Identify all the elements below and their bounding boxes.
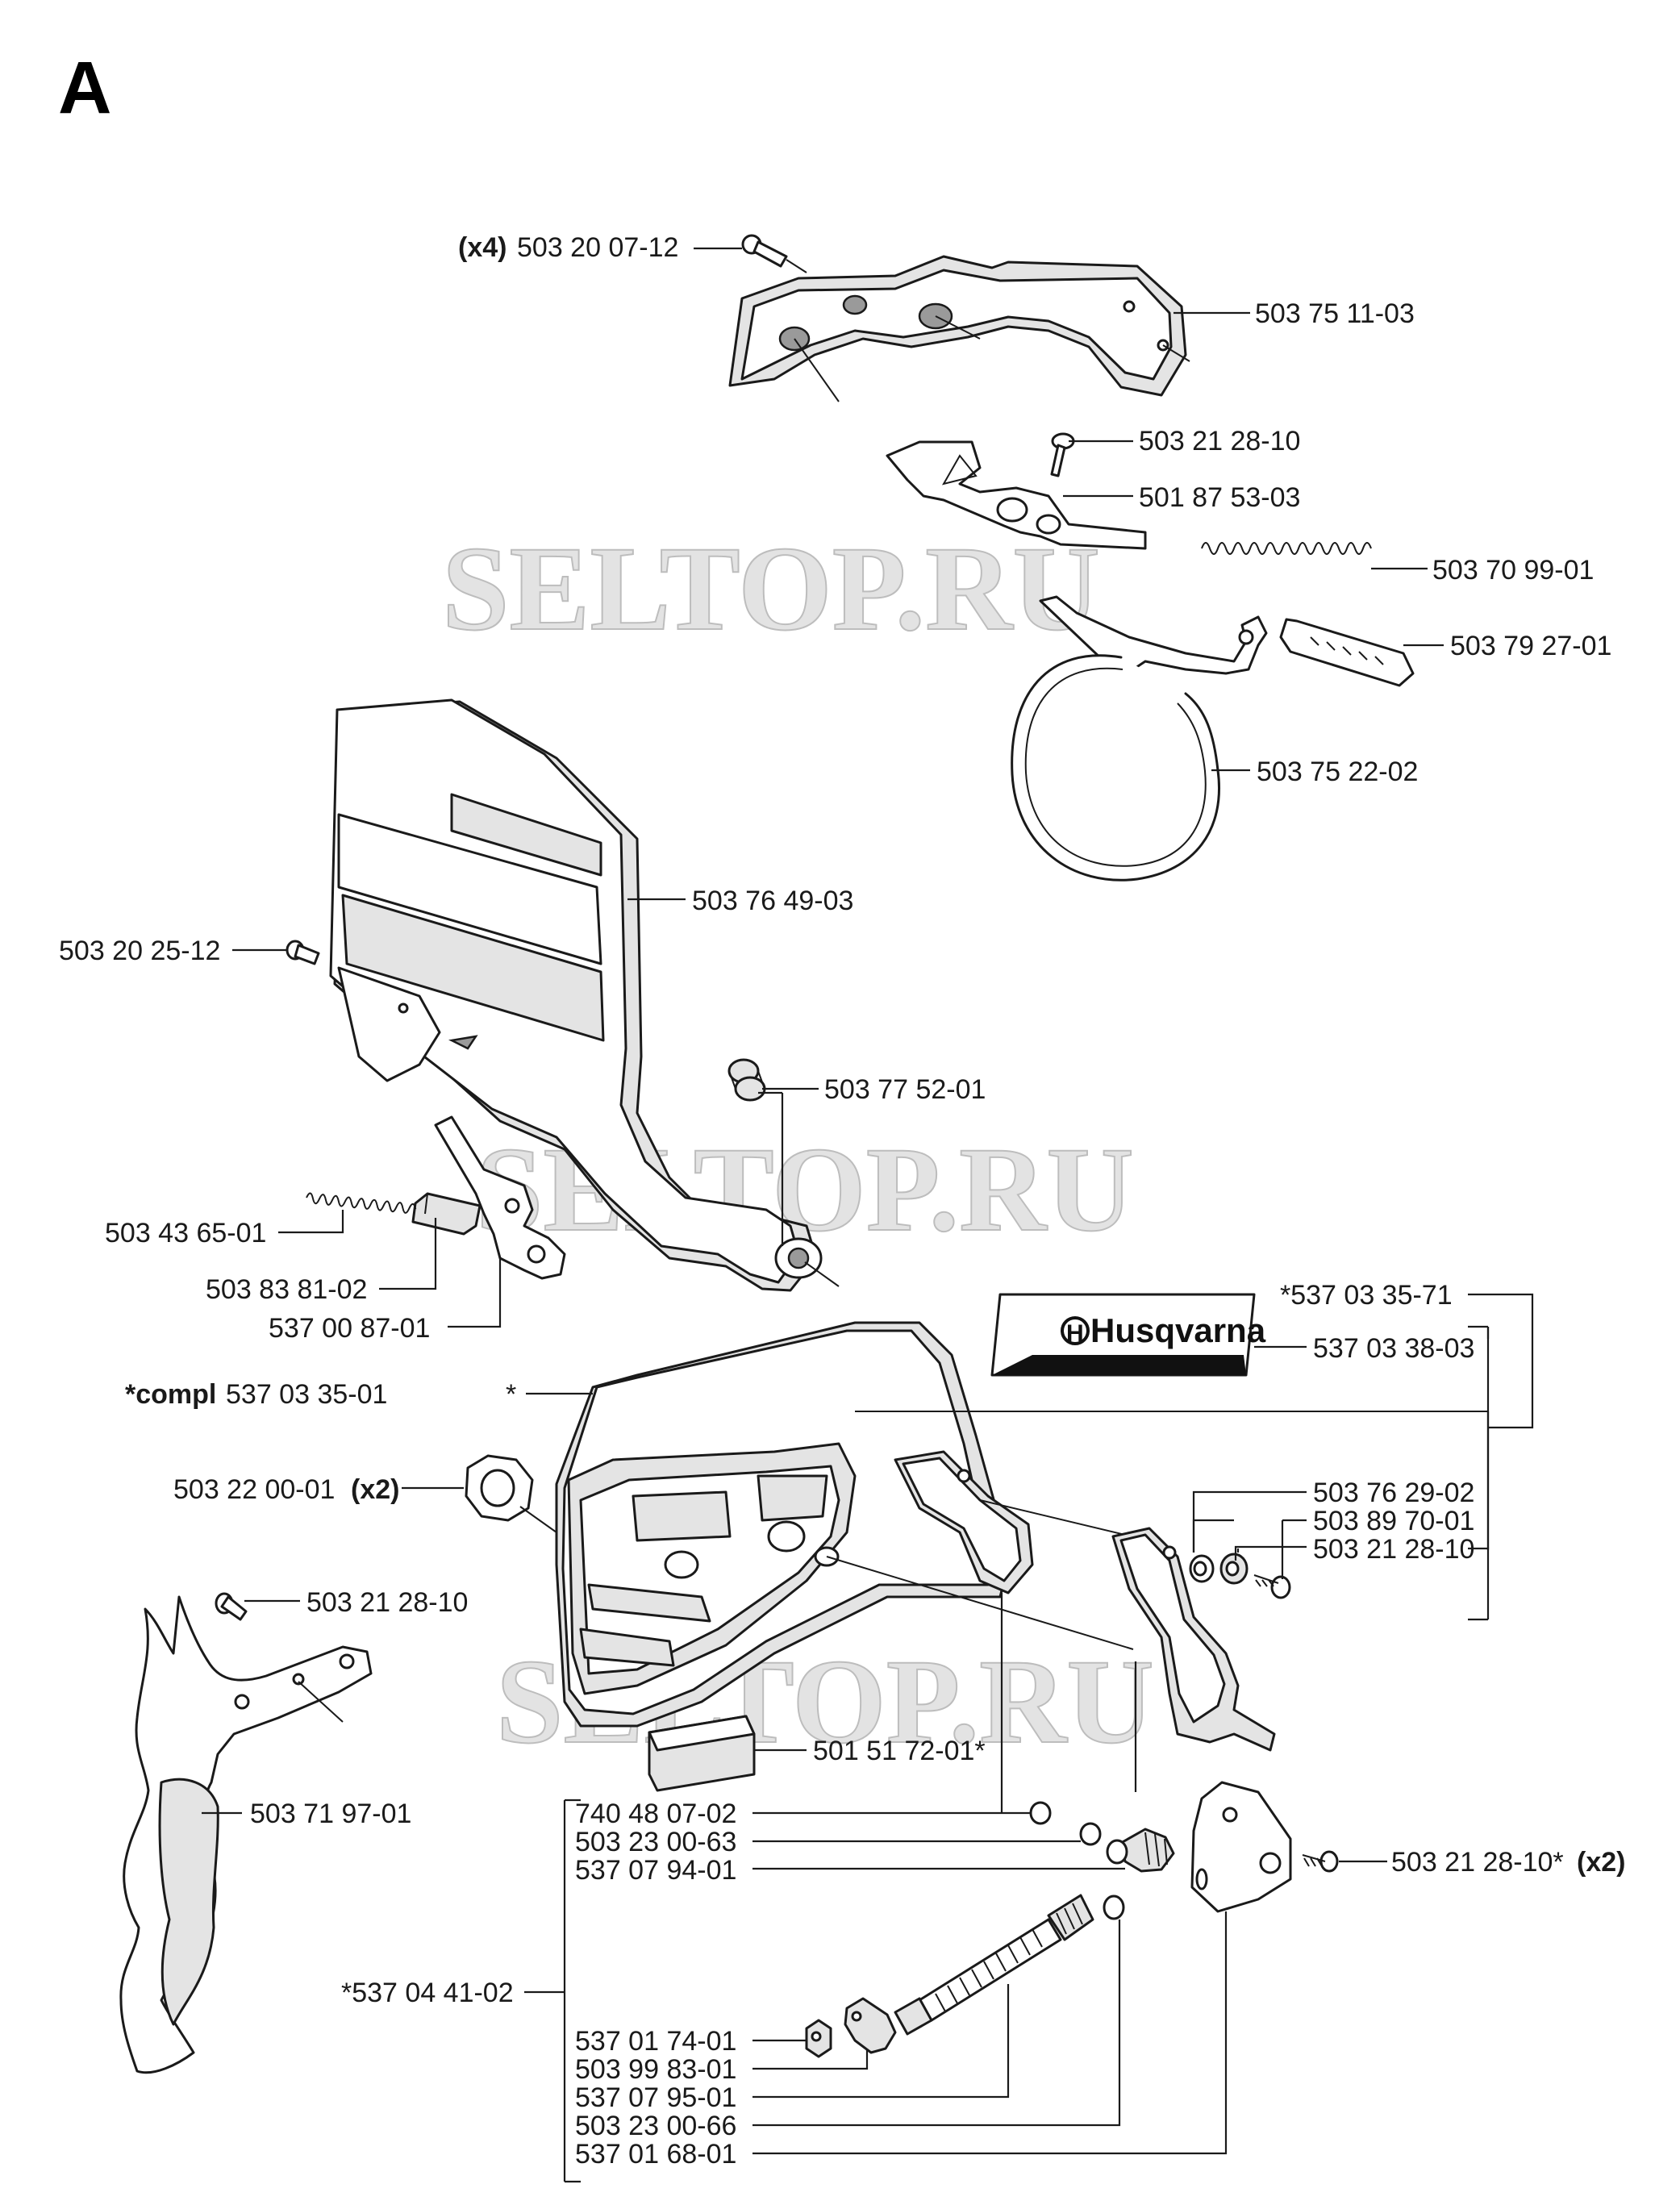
screw-handle-part (215, 1592, 248, 1621)
label-pad: 501 51 72-01* (813, 1736, 986, 1766)
oil-pump-bracket-part (1190, 1781, 1292, 1913)
label-nozzle: 503 99 83-01 (575, 2054, 736, 2085)
oring-washers-gear-part (1029, 1801, 1175, 1873)
label-screw-right: 503 21 28-10 (1313, 1534, 1474, 1565)
front-hand-guard-part (329, 698, 840, 1292)
label-worm: 537 07 95-01 (575, 2082, 736, 2113)
pad-part (648, 1715, 756, 1792)
label-spring-small: 503 43 65-01 (105, 1218, 266, 1248)
clutch-cover-compl-part (555, 1321, 1488, 1728)
label-compl: 537 03 35-01 (226, 1379, 387, 1410)
section-letter: A (58, 47, 111, 129)
label-screw-handle: 503 21 28-10 (306, 1587, 468, 1618)
label-cover: 503 75 11-03 (1255, 298, 1415, 329)
husqvarna-logo-icon: H (1061, 1316, 1090, 1347)
label-block: 503 83 81-02 (206, 1274, 367, 1305)
label-screw-top: 503 21 28-10 (1139, 426, 1300, 456)
brake-lever-part (886, 440, 1147, 550)
block-part (411, 1192, 481, 1236)
spring-cover-part (1279, 618, 1415, 687)
leader-lines (202, 247, 1534, 2183)
label-washer-right2: 503 89 70-01 (1313, 1506, 1474, 1536)
label-bracket-screw: 503 21 28-10* (1391, 1847, 1564, 1878)
label-front-guard: 503 76 49-03 (692, 886, 853, 916)
label-washer-b: 503 23 00-66 (575, 2111, 736, 2141)
label-screw-x4: 503 20 07-12 (517, 232, 678, 263)
watermark-1: SELTOP.RU (442, 522, 1100, 656)
brake-band-part (1011, 595, 1268, 882)
screw-x4-part (741, 234, 807, 273)
label-screw-x4-prefix: (x4) (458, 232, 507, 263)
label-bushing: 503 77 52-01 (824, 1074, 986, 1105)
label-asterisk-compl: *537 03 35-71 (1280, 1280, 1453, 1311)
label-bracket: 537 01 68-01 (575, 2139, 736, 2170)
label-oil-pump-kit: *537 04 41-02 (341, 1978, 514, 2008)
label-spring-top: 503 70 99-01 (1432, 555, 1594, 586)
husqvarna-decal: H Husqvarna (990, 1293, 1266, 1377)
decal-brand-text: Husqvarna (1090, 1311, 1266, 1349)
label-oring: 740 48 07-02 (575, 1799, 736, 1829)
spring-top-part (1201, 542, 1372, 555)
bracket-screw-part (1302, 1850, 1339, 1873)
label-brake-band: 503 75 22-02 (1257, 757, 1418, 787)
nut-x2-part (465, 1454, 557, 1533)
svg-text:H: H (1066, 1320, 1084, 1347)
label-screw-guard: 503 20 25-12 (59, 936, 220, 966)
label-decal: 537 03 38-03 (1313, 1333, 1474, 1364)
handle-part (119, 1595, 373, 2074)
label-washer-right: 503 76 29-02 (1313, 1478, 1474, 1508)
screw-guard-part (286, 940, 320, 965)
bushing-part (727, 1058, 766, 1102)
worm-shaft-part (894, 1894, 1125, 2036)
label-star: * (506, 1379, 516, 1410)
label-nut: 503 22 00-01 (173, 1474, 335, 1505)
latch-part (434, 1115, 566, 1280)
label-bracket-screw-suffix: (x2) (1577, 1847, 1625, 1878)
label-nut-suffix: (x2) (351, 1474, 399, 1505)
right-washers-part (1189, 1553, 1291, 1599)
label-spring-cover: 503 79 27-01 (1450, 631, 1611, 661)
clutch-cover-part (728, 255, 1190, 402)
label-nut-small: 537 01 74-01 (575, 2026, 736, 2057)
label-compl-prefix: *compl (125, 1379, 216, 1410)
label-washer-a: 503 23 00-63 (575, 1827, 736, 1857)
label-latch: 537 00 87-01 (269, 1313, 430, 1344)
spring-small-part (306, 1192, 417, 1214)
label-handle: 503 71 97-01 (250, 1799, 411, 1829)
nozzle-nut-part (805, 1997, 897, 2058)
label-brake-lever: 501 87 53-03 (1139, 482, 1300, 513)
right-bracket-part (1111, 1527, 1276, 1752)
screw-top-part (1050, 432, 1075, 477)
label-gear: 537 07 94-01 (575, 1855, 736, 1886)
